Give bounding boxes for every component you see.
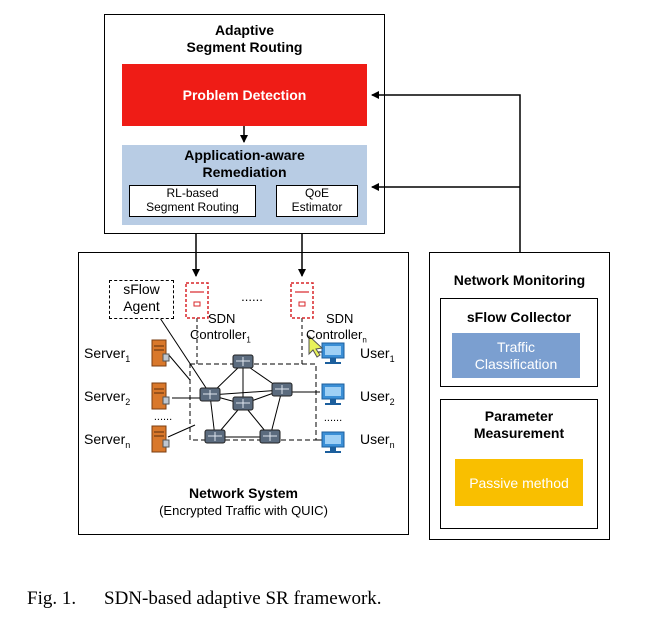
- rl-segment-routing-box: [129, 185, 256, 217]
- server-1-label: Server1: [84, 345, 146, 365]
- server-2-subscript: 2: [125, 396, 131, 407]
- param-line-1: Parameter: [484, 408, 554, 424]
- network-system-box: [78, 252, 409, 535]
- switch-icon: [232, 354, 254, 369]
- sdn-controller-n-subscript: n: [362, 335, 367, 345]
- rl-line-2: Segment Routing: [146, 200, 239, 215]
- sflow-agent-line-1: sFlow: [123, 281, 160, 297]
- traffic-line-2: Classification: [474, 355, 558, 372]
- remediation-line-2: Remediation: [202, 163, 287, 180]
- server-n-subscript: n: [125, 439, 131, 450]
- qoe-line-2: Estimator: [291, 200, 343, 215]
- server-n-icon: [151, 425, 170, 453]
- controller-1-icon: [185, 282, 209, 319]
- parameter-measurement-box: [440, 399, 598, 529]
- traffic-classification-label: Traffic Classification: [452, 339, 580, 373]
- server-n-text: Server: [84, 431, 126, 447]
- network-monitoring-title: Network Monitoring: [453, 272, 586, 288]
- switch-icon: [204, 429, 226, 444]
- adaptive-segment-routing-box: [104, 14, 385, 234]
- qoe-estimator-box: [276, 185, 358, 217]
- sflow-agent-box: [109, 280, 174, 319]
- server-2-icon: [151, 382, 170, 410]
- user-1-text: User: [360, 345, 390, 361]
- controller-n-icon: [290, 282, 314, 319]
- parameter-measurement-title: Parameter Measurement: [440, 408, 598, 442]
- user-n-icon: [321, 431, 345, 453]
- traffic-line-1: Traffic: [496, 339, 536, 355]
- switch-icon: [259, 429, 281, 444]
- user-1-subscript: 1: [389, 353, 395, 364]
- rl-segment-routing-label: RL-based Segment Routing: [129, 186, 256, 215]
- figure-label: Fig. 1.: [27, 588, 77, 609]
- asr-title-line-1: Adaptive: [214, 22, 275, 38]
- server-1-subscript: 1: [125, 353, 131, 364]
- problem-detection-label: Problem Detection: [182, 87, 307, 103]
- remediation-line-1: Application-aware: [184, 147, 305, 163]
- connections-layer: [151, 91, 521, 453]
- mouse-cursor-icon: [308, 334, 324, 358]
- switch-icon: [199, 387, 221, 402]
- server-1-icon: [151, 339, 170, 367]
- server-2-label: Server2: [84, 388, 146, 408]
- problem-detection-box: [122, 64, 367, 126]
- switch-domain-dashed-box: [189, 363, 317, 441]
- user-n-subscript: n: [389, 439, 395, 450]
- passive-method-label: Passive method: [469, 475, 569, 491]
- network-system-title: Network System: [189, 485, 298, 501]
- server-n-label: Servern: [84, 431, 146, 451]
- sflow-agent-label: sFlow Agent: [109, 281, 174, 315]
- traffic-classification-box: [452, 333, 580, 378]
- figure-caption: Fig. 1. SDN-based adaptive SR framework.: [8, 566, 382, 632]
- sflow-collector-box: [440, 298, 598, 387]
- server-ellipsis: ......: [153, 411, 173, 423]
- switches: [199, 354, 293, 444]
- server-1-text: Server: [84, 345, 126, 361]
- figure-caption-text: SDN-based adaptive SR framework.: [104, 588, 382, 609]
- arrow-monitoring-to-detection: [371, 91, 521, 252]
- qoe-estimator-label: QoE Estimator: [276, 186, 358, 215]
- sflow-agent-line-2: Agent: [123, 297, 160, 314]
- switch-icon: [232, 396, 254, 411]
- param-line-2: Measurement: [473, 424, 565, 441]
- controllers-ellipsis: ......: [241, 289, 263, 304]
- sdn-controller-n-label: SDN Controllern: [306, 311, 381, 345]
- user-ellipsis: ......: [323, 412, 343, 424]
- sdn-controller-n-line-1: SDN: [326, 311, 354, 326]
- qoe-line-1: QoE: [304, 186, 329, 200]
- network-system-subtitle: (Encrypted Traffic with QUIC): [159, 503, 328, 518]
- rl-line-1: RL-based: [166, 186, 219, 200]
- sdn-controller-1-subscript: 1: [246, 335, 251, 345]
- sflow-agent-line: [159, 317, 215, 401]
- sdn-controller-n-line-2: Controller: [306, 326, 363, 342]
- user-1-label: User1: [360, 345, 406, 365]
- sdn-controller-1-line-1: SDN: [208, 311, 236, 326]
- user-n-text: User: [360, 431, 390, 447]
- user-2-label: User2: [360, 388, 406, 408]
- user-n-label: Usern: [360, 431, 406, 451]
- remediation-title: Application-aware Remediation: [122, 147, 367, 181]
- sdn-controller-1-label: SDN Controller1: [190, 311, 260, 345]
- network-monitoring-box: [429, 252, 610, 540]
- user-2-icon: [321, 383, 345, 405]
- switch-icon: [271, 382, 293, 397]
- user-2-subscript: 2: [389, 396, 395, 407]
- sflow-collector-title: sFlow Collector: [466, 309, 572, 325]
- framework-diagram: Adaptive Segment Routing Problem Detecti…: [27, 14, 610, 609]
- user-2-text: User: [360, 388, 390, 404]
- sdn-controller-1-line-2: Controller: [190, 326, 247, 342]
- asr-title: Adaptive Segment Routing: [104, 22, 385, 56]
- asr-title-line-2: Segment Routing: [186, 38, 303, 55]
- passive-method-box: [455, 459, 583, 506]
- user-1-icon: [321, 342, 345, 364]
- server-2-text: Server: [84, 388, 126, 404]
